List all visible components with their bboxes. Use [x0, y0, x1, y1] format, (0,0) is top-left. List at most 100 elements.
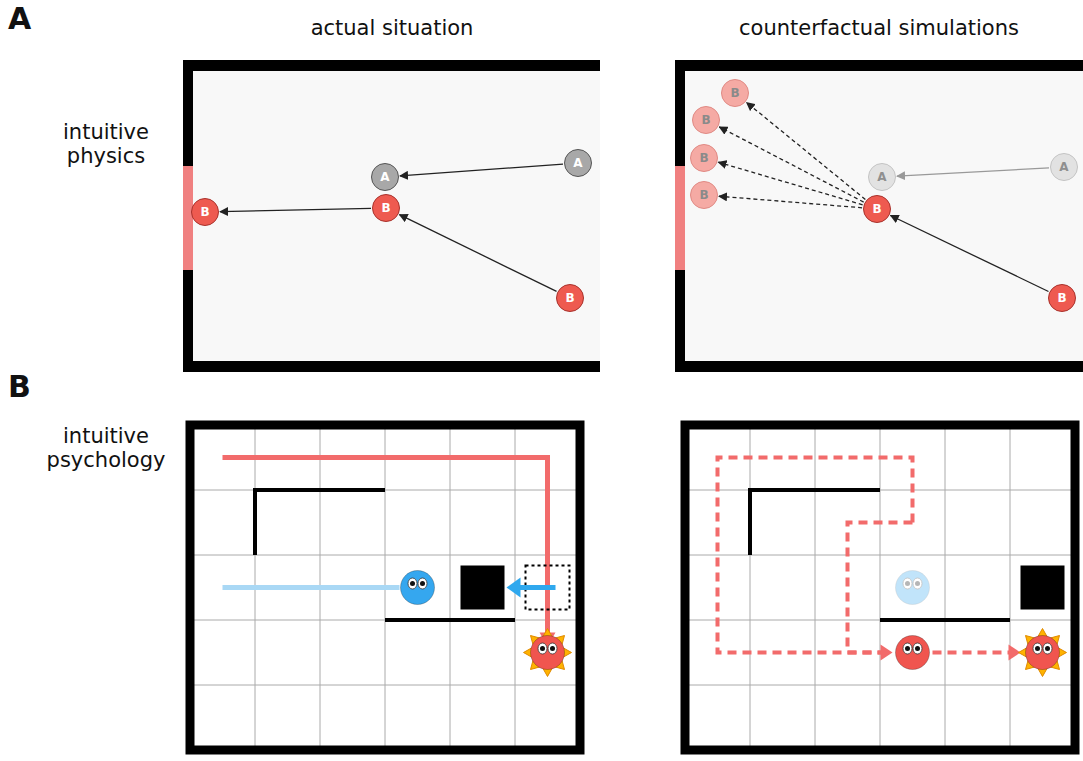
ball: B — [1048, 284, 1076, 312]
row-label: intuitive psychology — [31, 424, 181, 472]
ball-label: B — [701, 114, 710, 126]
ball: A — [868, 163, 896, 191]
box — [461, 566, 505, 610]
agent-pupil — [905, 646, 910, 651]
agent-eye — [903, 643, 912, 654]
wall — [880, 618, 1010, 622]
goal-star — [1019, 629, 1067, 677]
agent-body — [401, 571, 435, 605]
agent-pupil — [915, 646, 920, 651]
trajectory-arrow — [399, 215, 556, 292]
goal — [675, 166, 685, 270]
ball: B — [692, 106, 720, 134]
grid-border — [190, 425, 580, 750]
trajectory-arrow — [719, 127, 863, 202]
red-path-dashed — [933, 651, 1013, 655]
red-path-dashed — [718, 458, 913, 653]
trajectory-arrow — [719, 196, 862, 208]
agent-pupil — [1035, 646, 1040, 651]
wall — [183, 60, 600, 71]
agent-pupil — [905, 581, 910, 586]
agent-body — [896, 636, 930, 670]
agent-eye — [903, 578, 912, 589]
grid-line — [450, 425, 451, 750]
grid-border — [685, 425, 1075, 750]
wall — [385, 618, 515, 622]
ball-label: A — [380, 171, 389, 183]
grid-line — [685, 555, 1075, 556]
grid-line — [880, 425, 881, 750]
agent-eye — [913, 578, 922, 589]
ball-label: B — [200, 206, 209, 218]
blue-push — [517, 585, 556, 590]
agent-eye — [408, 578, 417, 589]
arrowhead — [507, 578, 521, 598]
agent-eye — [538, 643, 547, 654]
ball: A — [564, 149, 592, 177]
table-ground — [183, 60, 600, 372]
box — [1021, 566, 1065, 610]
ball-label: B — [565, 292, 574, 304]
agent-pupil — [915, 581, 920, 586]
trajectory-arrow — [897, 168, 1049, 176]
wall — [675, 60, 1083, 71]
goal-star — [524, 629, 572, 677]
column-title: counterfactual simulations — [739, 16, 1019, 40]
agent — [896, 636, 930, 670]
grid-world — [685, 425, 1075, 750]
trajectory-arrow — [220, 208, 371, 211]
red-path — [223, 458, 548, 641]
wall — [675, 60, 685, 372]
ball: B — [863, 195, 891, 223]
trajectory-arrow — [891, 216, 1049, 292]
grid-line — [685, 685, 1075, 686]
grid-line — [750, 425, 751, 750]
wall — [183, 361, 600, 372]
table-ground — [675, 60, 1083, 372]
ball: B — [690, 144, 718, 172]
ball-label: A — [573, 157, 582, 169]
ball-label: B — [872, 203, 881, 215]
agent-body — [1026, 636, 1060, 670]
agent-pupil — [1045, 646, 1050, 651]
agent — [401, 571, 435, 605]
agent-eye — [1043, 643, 1052, 654]
panel-letter: B — [8, 370, 31, 405]
trajectory-arrow — [747, 102, 866, 199]
agent — [524, 629, 572, 677]
panel-letter: A — [8, 2, 31, 37]
agent — [1019, 629, 1067, 677]
agent-pupil — [550, 646, 555, 651]
agent-body — [896, 571, 930, 605]
ball: B — [721, 79, 749, 107]
row-label: intuitive physics — [31, 120, 181, 168]
agent-eye — [1033, 643, 1042, 654]
ball-label: B — [730, 87, 739, 99]
agent-pupil — [420, 581, 425, 586]
grid-world — [190, 425, 580, 750]
ball-label: B — [699, 189, 708, 201]
wall — [255, 490, 385, 555]
grid-line — [1010, 425, 1011, 750]
grid-line — [945, 425, 946, 750]
ball-label: B — [699, 152, 708, 164]
wall — [675, 361, 1083, 372]
agent-eye — [418, 578, 427, 589]
grid-line — [190, 685, 580, 686]
ball-label: B — [381, 202, 390, 214]
ball-label: B — [1057, 292, 1066, 304]
ball: B — [690, 181, 718, 209]
ball-label: A — [1059, 161, 1068, 173]
ball-label: A — [877, 171, 886, 183]
ball: B — [556, 284, 584, 312]
agent-eye — [548, 643, 557, 654]
column-title: actual situation — [311, 16, 474, 40]
agent-pupil — [540, 646, 545, 651]
ball: B — [372, 194, 400, 222]
grid-line — [190, 620, 580, 621]
arrowhead — [881, 645, 893, 661]
ball: B — [191, 198, 219, 226]
agent-body — [531, 636, 565, 670]
